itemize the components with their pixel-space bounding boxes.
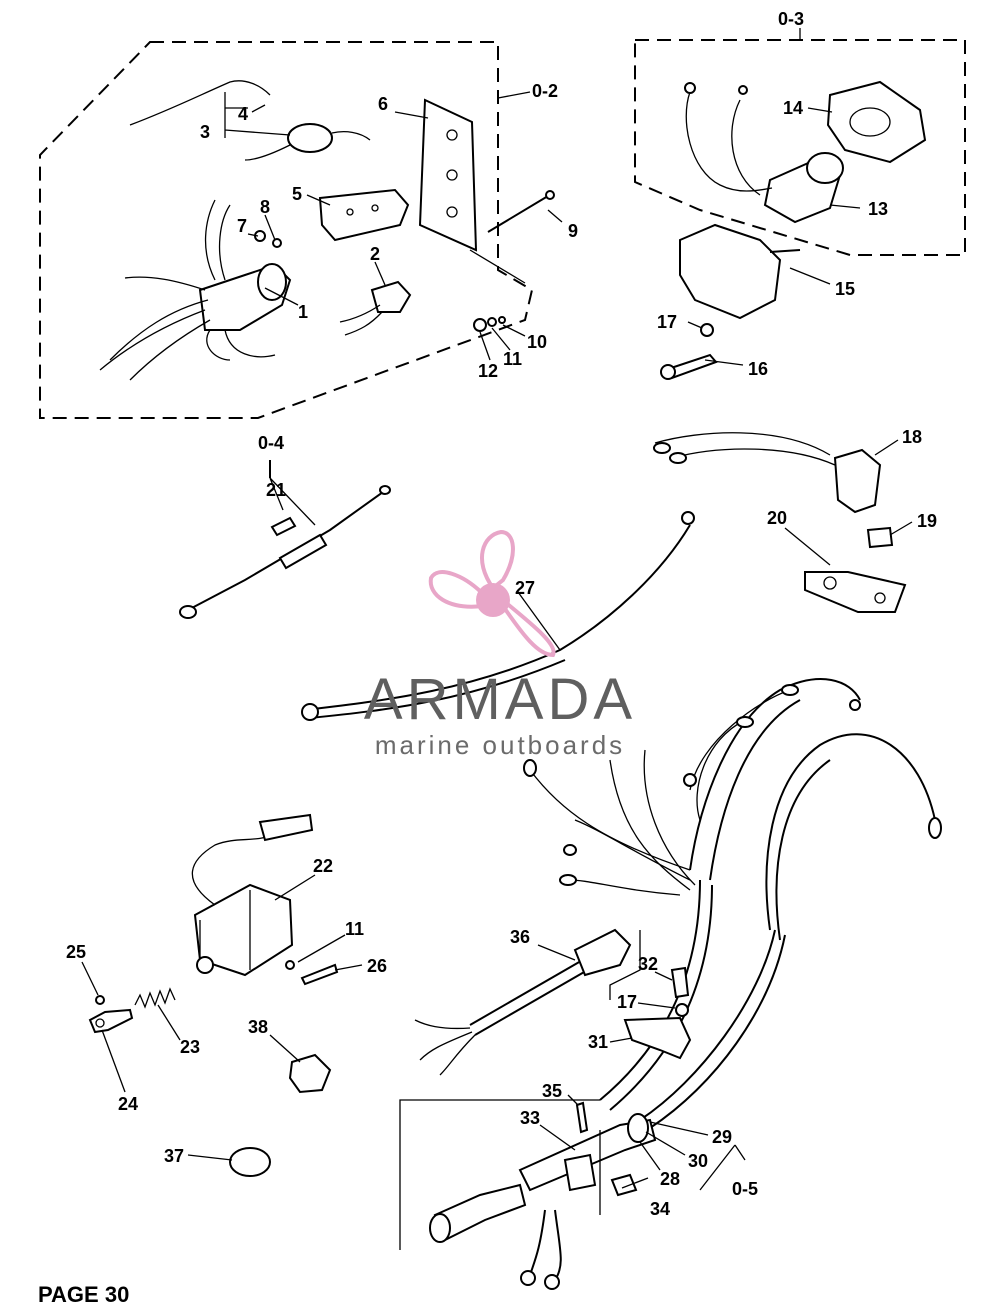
callout-9: 9: [568, 221, 578, 241]
callout-17b: 17: [617, 992, 637, 1012]
callout-19: 19: [917, 511, 937, 531]
small-switch: [370, 280, 412, 313]
callout-31: 31: [588, 1032, 608, 1052]
callout-14: 14: [783, 98, 803, 118]
mounting-plate: [418, 98, 478, 252]
callout-26: 26: [367, 956, 387, 976]
page-footer: PAGE 30: [38, 1282, 130, 1307]
callout-21: 21: [266, 480, 286, 500]
watermark: ARMADA marine outboards: [330, 670, 670, 761]
callout-12: 12: [478, 361, 498, 381]
callout-7: 7: [237, 216, 247, 236]
cable-plug: [573, 928, 632, 977]
callout-16: 16: [748, 359, 768, 379]
cap: [229, 1147, 271, 1177]
callout-24: 24: [118, 1094, 138, 1114]
callout-25: 25: [66, 942, 86, 962]
callout-17a: 17: [657, 312, 677, 332]
sensor: [833, 448, 882, 514]
callout-13: 13: [868, 199, 888, 219]
callout-36: 36: [510, 927, 530, 947]
callout-29: 29: [712, 1127, 732, 1147]
callout-8: 8: [260, 197, 270, 217]
callout-33: 33: [520, 1108, 540, 1128]
callout-28: 28: [660, 1169, 680, 1189]
callout-11a: 11: [503, 349, 522, 369]
callout-3: 3: [200, 122, 210, 142]
propeller-logo: [428, 529, 556, 658]
callout-22: 22: [313, 856, 333, 876]
callout-35: 35: [542, 1081, 562, 1101]
callout-30: 30: [688, 1151, 708, 1171]
callout-32: 32: [638, 954, 658, 974]
group-label-0-5: 0-5: [732, 1179, 758, 1199]
callout-18: 18: [902, 427, 922, 447]
callout-27: 27: [515, 578, 535, 598]
clamp: [623, 1016, 692, 1060]
group-0-3-outline: [634, 39, 966, 256]
sensor-bracket: [804, 571, 907, 613]
callout-4: 4: [238, 104, 248, 124]
grommet: [288, 1053, 332, 1094]
callout-5: 5: [292, 184, 302, 204]
callout-34: 34: [650, 1199, 670, 1219]
callout-2: 2: [370, 244, 380, 264]
callout-15: 15: [835, 279, 855, 299]
group-label-0-3: 0-3: [778, 9, 804, 29]
callout-20: 20: [767, 508, 787, 528]
callout-10: 10: [527, 332, 547, 352]
switch-cover: [826, 80, 927, 164]
group-label-0-4: 0-4: [258, 433, 284, 453]
callout-37: 37: [164, 1146, 184, 1166]
bolt: [866, 526, 894, 549]
callout-11b: 11: [345, 919, 364, 939]
watermark-subtitle: marine outboards: [374, 730, 626, 760]
callout-38: 38: [248, 1017, 268, 1037]
callout-6: 6: [378, 94, 388, 114]
ignition-coil: [679, 223, 782, 320]
group-0-2-outline: [39, 41, 534, 419]
callout-1: 1: [298, 302, 308, 322]
group-label-0-2: 0-2: [532, 81, 558, 101]
watermark-title: ARMADA: [363, 667, 637, 732]
bracket: [318, 188, 410, 242]
callout-23: 23: [180, 1037, 200, 1057]
